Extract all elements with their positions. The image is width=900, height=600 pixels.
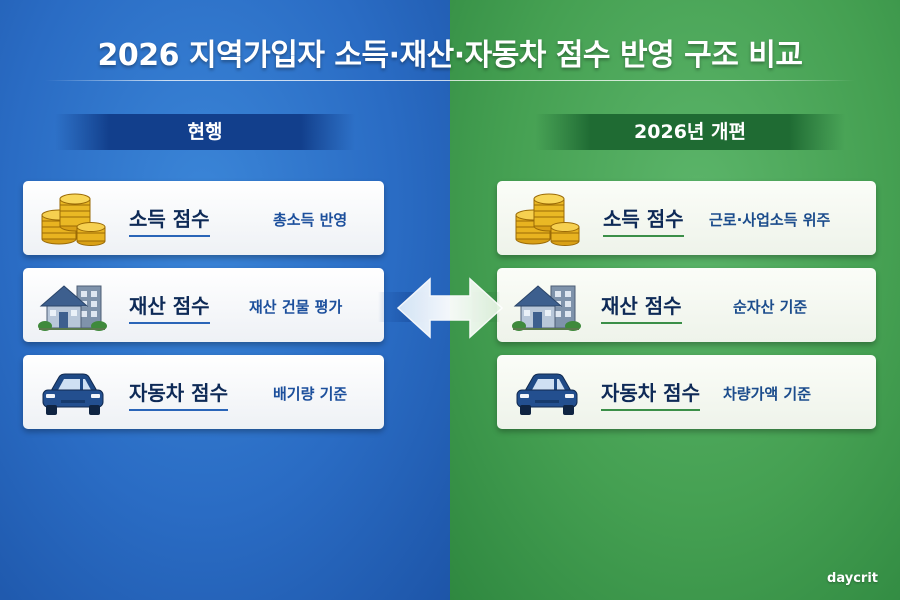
brand-watermark: daycrit bbox=[827, 571, 878, 586]
reform-car-card: 자동차 점수 차량가액 기준 bbox=[497, 355, 876, 429]
coins-icon bbox=[515, 193, 580, 246]
reform-property-label: 재산 점수 bbox=[601, 290, 682, 324]
title-divider bbox=[45, 80, 855, 81]
reform-income-desc: 근로·사업소득 위주 bbox=[709, 211, 831, 229]
current-property-card: 재산 점수 재산 건물 평가 bbox=[23, 268, 384, 342]
coins-icon bbox=[41, 193, 106, 246]
current-income-label: 소득 점수 bbox=[129, 203, 210, 237]
current-income-card: 소득 점수 총소득 반영 bbox=[23, 181, 384, 255]
house-icon bbox=[38, 285, 107, 331]
reform-property-desc: 순자산 기준 bbox=[733, 298, 808, 316]
double-arrow-icon bbox=[396, 277, 504, 339]
car-icon bbox=[42, 373, 104, 415]
reform-column-header: 2026년 개편 bbox=[535, 114, 845, 150]
reform-property-card: 재산 점수 순자산 기준 bbox=[497, 268, 876, 342]
current-car-card: 자동차 점수 배기량 기준 bbox=[23, 355, 384, 429]
reform-income-card: 소득 점수 근로·사업소득 위주 bbox=[497, 181, 876, 255]
reform-car-label: 자동차 점수 bbox=[601, 377, 700, 411]
current-car-label: 자동차 점수 bbox=[129, 377, 228, 411]
house-icon bbox=[512, 285, 581, 331]
reform-income-label: 소득 점수 bbox=[603, 203, 684, 237]
current-car-desc: 배기량 기준 bbox=[273, 385, 348, 403]
current-property-desc: 재산 건물 평가 bbox=[249, 298, 343, 316]
current-property-label: 재산 점수 bbox=[129, 290, 210, 324]
current-column-header: 현행 bbox=[55, 114, 355, 150]
car-icon bbox=[516, 373, 578, 415]
current-income-desc: 총소득 반영 bbox=[273, 211, 348, 229]
reform-car-desc: 차량가액 기준 bbox=[723, 385, 812, 403]
page-title: 2026 지역가입자 소득·재산·자동차 점수 반영 구조 비교 bbox=[97, 38, 803, 73]
